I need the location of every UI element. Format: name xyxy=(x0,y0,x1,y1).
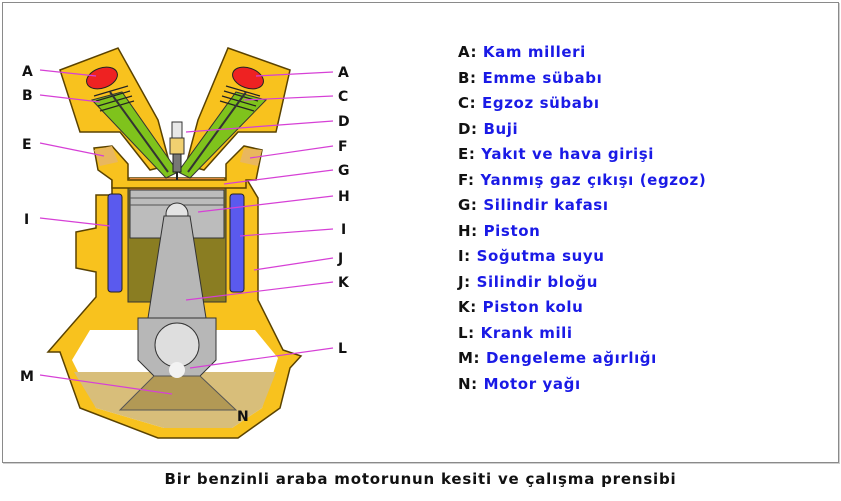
callout-letter: L xyxy=(338,341,347,357)
callout-letter: N xyxy=(237,409,249,425)
legend-key: F: xyxy=(458,170,475,189)
legend-label: Emme sübabı xyxy=(482,68,603,87)
legend-key: M: xyxy=(458,349,481,367)
callout-letter: A xyxy=(338,65,349,81)
legend-item: A: Kam milleri xyxy=(458,40,706,66)
callout-letter: K xyxy=(338,275,350,291)
legend-key: E: xyxy=(458,145,476,163)
callout-letter: D xyxy=(338,114,350,130)
legend-item: J: Silindir bloğu xyxy=(458,270,706,296)
legend-label: Silindir bloğu xyxy=(476,272,599,291)
callout-letter: I xyxy=(24,212,29,228)
legend-key: A: xyxy=(458,43,478,61)
crankshaft xyxy=(154,322,200,368)
exhaust-valve xyxy=(187,91,247,173)
legend-label: Yakıt ve hava girişi xyxy=(481,145,654,163)
intake-port xyxy=(94,146,118,166)
legend-label: Kam milleri xyxy=(482,43,586,61)
spark-plug xyxy=(169,121,185,180)
legend-key: D: xyxy=(458,119,478,138)
legend-key: I: xyxy=(458,247,471,265)
legend-item: K: Piston kolu xyxy=(458,295,706,321)
figure-caption: Bir benzinli araba motorunun kesiti ve ç… xyxy=(164,470,677,488)
legend-item: F: Yanmış gaz çıkışı (egzoz) xyxy=(458,168,706,194)
legend-label: Piston xyxy=(483,221,541,240)
legend-key: L: xyxy=(458,323,475,342)
legend-item: I: Soğutma suyu xyxy=(458,244,706,270)
callout-letter: F xyxy=(338,139,348,155)
legend-key: N: xyxy=(458,374,478,393)
legend-label: Dengeleme ağırlığı xyxy=(485,349,657,367)
legend-label: Silindir kafası xyxy=(483,196,609,214)
legend-item: H: Piston xyxy=(458,219,706,245)
legend-item: D: Buji xyxy=(458,117,706,143)
intake-valve xyxy=(109,91,169,173)
legend-item: E: Yakıt ve hava girişi xyxy=(458,142,706,168)
coolant-jacket-right xyxy=(229,193,245,293)
callout-letter: C xyxy=(338,89,348,105)
callout-letter: M xyxy=(20,369,34,385)
legend-item: B: Emme sübabı xyxy=(458,66,706,92)
legend-item: C: Egzoz sübabı xyxy=(458,91,706,117)
legend-key: C: xyxy=(458,94,477,112)
callout-letter: J xyxy=(337,251,343,267)
callout-letter: A xyxy=(22,64,33,80)
legend-key: B: xyxy=(458,68,477,87)
coolant-jacket-left xyxy=(107,193,123,293)
exhaust-valve-spring xyxy=(219,85,261,112)
legend-label: Soğutma suyu xyxy=(476,247,605,265)
exhaust-port xyxy=(240,148,262,166)
callout-lines xyxy=(39,69,334,395)
legend-label: Egzoz sübabı xyxy=(482,94,600,112)
legend-item: M: Dengeleme ağırlığı xyxy=(458,346,706,372)
callout-letter: G xyxy=(338,163,350,179)
legend-key: G: xyxy=(458,196,478,214)
counterweight xyxy=(118,375,238,411)
callout-letter: I xyxy=(341,222,346,238)
exhaust-camshaft xyxy=(232,66,264,90)
legend-label: Yanmış gaz çıkışı (egzoz) xyxy=(480,170,707,189)
legend-label: Krank mili xyxy=(480,323,573,342)
legend-label: Buji xyxy=(483,119,519,138)
callout-letter: E xyxy=(22,137,32,153)
legend-key: K: xyxy=(458,298,477,316)
legend-item: G: Silindir kafası xyxy=(458,193,706,219)
parts-legend: A: Kam milleri B: Emme sübabı C: Egzoz s… xyxy=(458,40,706,397)
legend-label: Motor yağı xyxy=(483,374,581,393)
intake-camshaft xyxy=(86,66,118,90)
callout-letter: B xyxy=(22,88,33,104)
callout-letter: H xyxy=(338,189,350,205)
legend-item: N: Motor yağı xyxy=(458,372,706,398)
legend-key: H: xyxy=(458,221,478,240)
legend-label: Piston kolu xyxy=(482,298,584,316)
legend-item: L: Krank mili xyxy=(458,321,706,347)
legend-key: J: xyxy=(458,272,471,291)
